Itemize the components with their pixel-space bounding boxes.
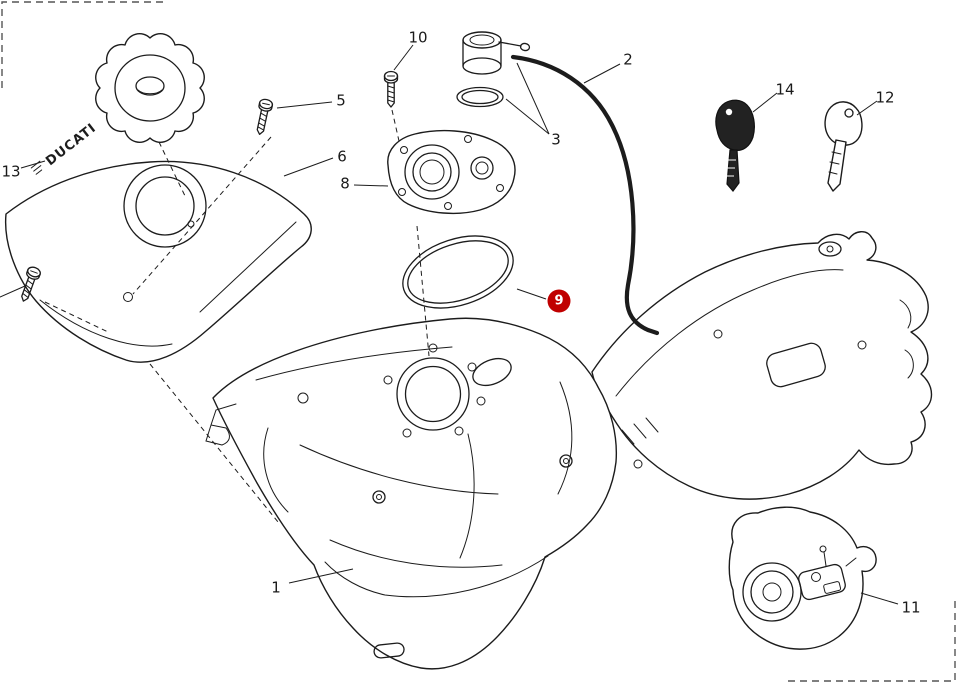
fuel-cap-drawing <box>95 33 205 143</box>
assembly-dashed-lines <box>0 109 430 523</box>
lock-bracket-drawing <box>728 506 877 650</box>
fuel-tank-rear-section <box>576 231 933 500</box>
callout-13[interactable]: 13 <box>1 162 21 181</box>
fuel-tank-drawing <box>205 317 618 670</box>
tank-cover-drawing <box>4 160 312 363</box>
hose-drawing <box>510 54 660 336</box>
screw-10-drawing <box>383 70 399 108</box>
callout-12[interactable]: 12 <box>875 88 895 107</box>
callout-1[interactable]: 1 <box>271 578 281 597</box>
callout-2[interactable]: 2 <box>623 50 633 69</box>
callout-14[interactable]: 14 <box>775 80 795 99</box>
ducati-sticker: DUCATI <box>30 121 99 175</box>
ducati-logo-text: DUCATI <box>43 121 99 170</box>
callout-3[interactable]: 3 <box>551 130 561 149</box>
key-black-drawing <box>715 99 755 192</box>
screw-5-drawing <box>252 97 274 137</box>
callout-11[interactable]: 11 <box>901 598 921 617</box>
callout-10[interactable]: 10 <box>408 28 428 47</box>
filler-cap-assembly-drawing <box>456 31 531 108</box>
callout-leader-lines <box>20 44 899 605</box>
callout-8[interactable]: 8 <box>340 174 350 193</box>
callout-9-highlighted[interactable]: 9 <box>547 289 571 313</box>
o-ring-drawing <box>402 235 514 309</box>
callout-6[interactable]: 6 <box>337 147 347 166</box>
callout-5[interactable]: 5 <box>336 91 346 110</box>
key-blank-drawing <box>824 101 863 192</box>
flange-drawing <box>387 129 516 215</box>
